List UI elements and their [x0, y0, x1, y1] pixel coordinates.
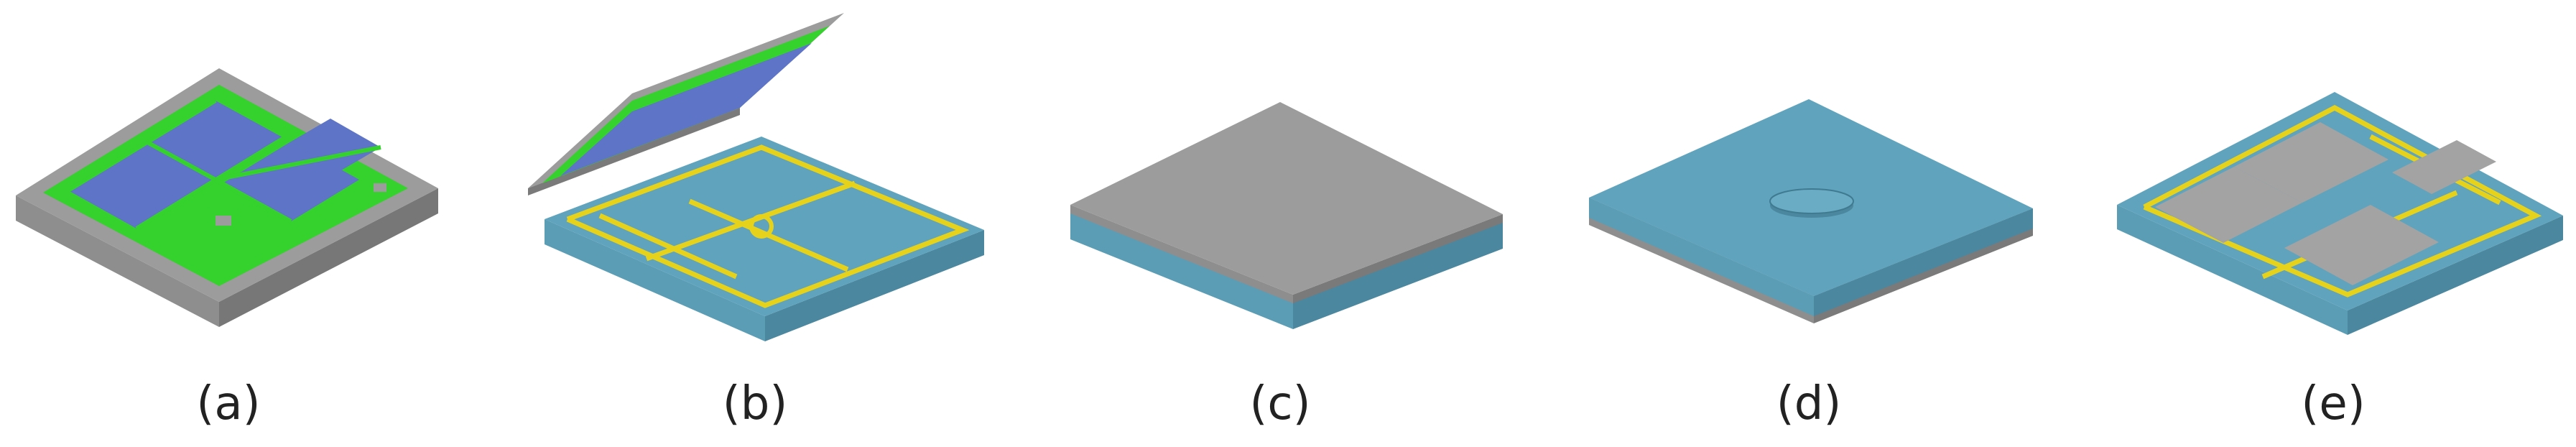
board-e-side-right — [2348, 216, 2563, 335]
substrate-b-top — [545, 137, 984, 316]
chip-b-side — [528, 108, 740, 195]
slab-d-disk-top — [1769, 188, 1854, 214]
board-a-trace-lines — [67, 98, 381, 231]
substrate-b-center-ring — [749, 214, 774, 239]
panel-label-e: (e) — [2301, 377, 2366, 430]
panel-label-b: (b) — [722, 377, 788, 430]
panel-label-d: (d) — [1776, 377, 1842, 430]
board-a-side-right — [219, 188, 438, 327]
slab-d-blue-side-right — [1814, 208, 2033, 316]
board-e-top — [2117, 92, 2563, 310]
slab-c-blue-side-right — [1293, 221, 1503, 329]
panel-label-c: (c) — [1249, 377, 1311, 430]
board-e-gray-pad-3 — [2284, 205, 2439, 285]
slab-d-blue-side-left — [1589, 198, 1814, 316]
panel-d-slab — [1589, 99, 2033, 323]
panel-b — [528, 13, 984, 341]
panel-e-board — [2117, 92, 2563, 335]
board-a-blue-pad-1 — [68, 142, 216, 229]
board-a-side-left — [16, 195, 219, 327]
board-a-pad-cutout-1 — [216, 216, 231, 226]
slab-c-gray-side-left — [1070, 205, 1293, 303]
board-a-pad-cutout-2 — [374, 183, 386, 192]
board-e-gray-pad-4 — [2392, 140, 2496, 194]
board-e-side-left — [2117, 205, 2348, 335]
panel-label-a: (a) — [196, 377, 261, 430]
panel-c-slab — [1070, 102, 1503, 329]
board-a-blue-pad-4 — [291, 119, 381, 170]
slab-c-blue-side-left — [1070, 212, 1293, 329]
substrate-b-side-left — [545, 219, 765, 341]
slab-c-gray-side-right — [1293, 214, 1503, 303]
chip-b-blue-pads — [560, 43, 812, 176]
substrate-b-side-right — [765, 230, 984, 341]
panel-a-board — [16, 68, 438, 327]
slab-c-gray-top — [1070, 102, 1503, 295]
board-e-gray-pad-2 — [2234, 122, 2389, 203]
board-e-gray-pad-1 — [2155, 167, 2302, 243]
